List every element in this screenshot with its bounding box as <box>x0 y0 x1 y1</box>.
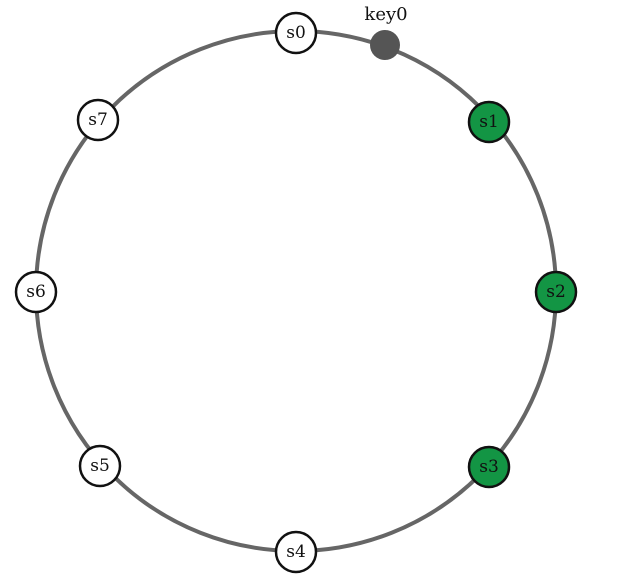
server-node-s1-circle <box>467 100 511 144</box>
server-node-s1-label: s1 <box>479 112 499 132</box>
server-node-s6-label: s6 <box>26 282 46 302</box>
server-node-s2: s2 <box>534 270 578 314</box>
server-node-s2-label: s2 <box>546 282 566 302</box>
server-node-s3-label: s3 <box>479 457 499 477</box>
server-node-s0-label: s0 <box>286 23 306 43</box>
server-node-s0-circle <box>274 11 318 55</box>
server-node-s0: s0 <box>274 11 318 55</box>
server-node-s5-label: s5 <box>90 456 110 476</box>
server-node-s3: s3 <box>467 445 511 489</box>
server-node-s2-circle <box>534 270 578 314</box>
server-node-s4: s4 <box>274 530 318 574</box>
key-point: key0 <box>364 4 408 60</box>
server-node-s5-circle <box>78 444 122 488</box>
server-node-s3-circle <box>467 445 511 489</box>
server-node-s6: s6 <box>14 270 58 314</box>
server-node-s7: s7 <box>76 98 120 142</box>
server-node-s4-circle <box>274 530 318 574</box>
server-node-s6-circle <box>14 270 58 314</box>
server-node-s4-label: s4 <box>286 542 306 562</box>
key-point-label: key0 <box>364 4 407 25</box>
server-node-s1: s1 <box>467 100 511 144</box>
server-node-s7-label: s7 <box>88 110 108 130</box>
server-node-s5: s5 <box>78 444 122 488</box>
server-node-s7-circle <box>76 98 120 142</box>
key-point-dot <box>370 30 400 60</box>
